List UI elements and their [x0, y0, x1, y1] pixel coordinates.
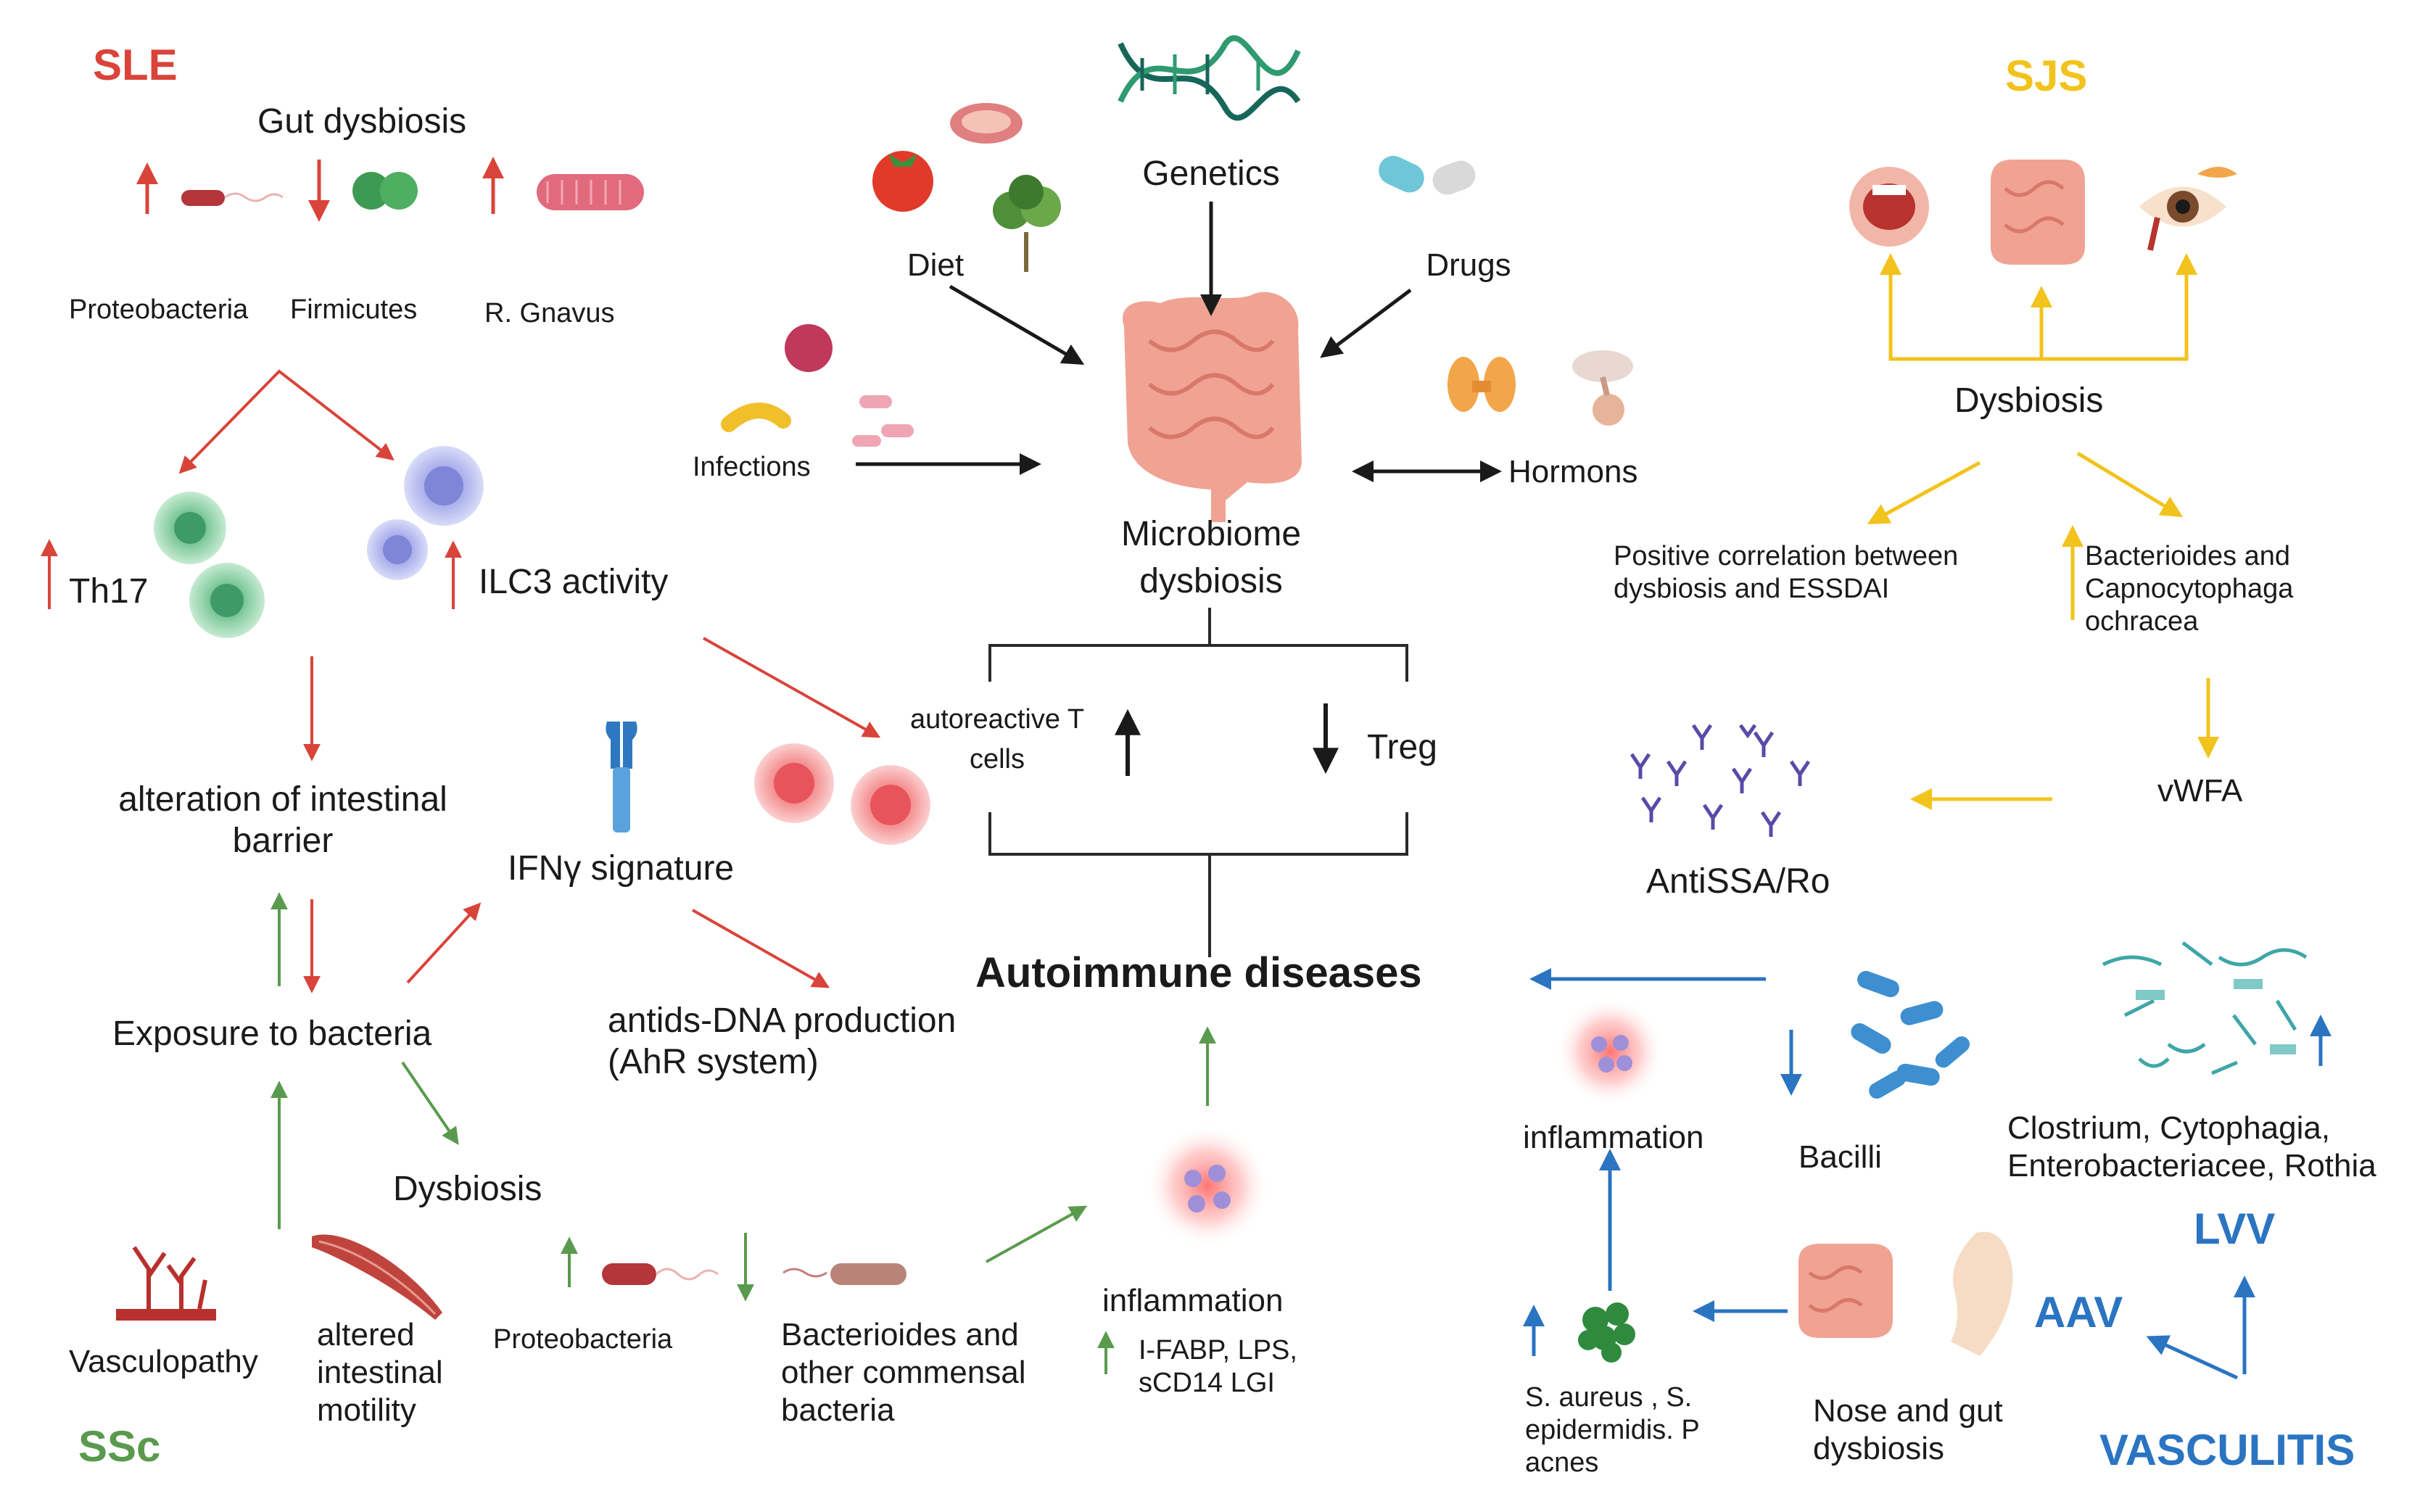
autoimmune-diseases-label: Autoimmune diseases	[975, 949, 1422, 996]
commensal-bacteria-label: Bacterioides and other commensal bacteri…	[781, 1317, 1026, 1428]
bacteria-icon	[721, 324, 914, 447]
dna-icon	[1118, 35, 1301, 121]
infections-label: Infections	[693, 452, 811, 482]
ilc3-activity-label: ILC3 activity	[479, 563, 669, 601]
microbiome-dysbiosis-label: Microbiome dysbiosis	[1120, 515, 1302, 600]
proteobacteria-label: Proteobacteria	[69, 294, 249, 325]
antissa-label: AntiSSA/Ro	[1646, 862, 1830, 901]
drugs-label: Drugs	[1426, 247, 1511, 283]
aav-title: AAV	[2034, 1288, 2123, 1337]
clostrium-label: Clostrium, Cytophagia, Enterobacteriacee…	[2007, 1110, 2376, 1183]
sjs-title: SJS	[2005, 51, 2088, 100]
firmicutes-icon	[352, 172, 418, 210]
genetics-label: Genetics	[1142, 154, 1280, 193]
ilc3-cell-icon	[367, 446, 484, 580]
diet-label: Diet	[906, 247, 965, 283]
microbes-cluster-icon	[2102, 941, 2308, 1075]
sle-title: SLE	[93, 41, 178, 89]
proteobacteria-icon	[181, 190, 284, 206]
commensal-bacteria-icon	[782, 1263, 906, 1285]
nose-gut-icon	[1798, 1231, 2013, 1356]
center-arrows	[856, 202, 1502, 482]
essdai-correlation-label: Positive correlation between dysbiosis a…	[1614, 541, 1959, 604]
inflammation-markers-label: I-FABP, LPS, sCD14 LGI	[1139, 1335, 1297, 1398]
autoreactive-tcells-label: autoreactive T cells	[909, 704, 1085, 775]
exposure-bacteria-label: Exposure to bacteria	[112, 1015, 432, 1053]
vasc-blue-arrows	[1523, 968, 2332, 1380]
greens-icon	[993, 175, 1061, 272]
capnocytophaga-label: Bacterioides and Capnocytophaga ochracea	[2085, 541, 2294, 637]
vwfa-label: vWFA	[2157, 773, 2243, 809]
antissa-antibodies-icon	[1630, 724, 1811, 837]
thyroid-icon	[1447, 357, 1516, 412]
bacilli-icon	[1851, 970, 1970, 1099]
tcell-arrows	[1115, 703, 1339, 776]
vasculopathy-label: Vasculopathy	[69, 1344, 258, 1379]
th17-cell-icon	[154, 492, 265, 638]
ssc-dysbiosis-label: Dysbiosis	[393, 1170, 542, 1208]
ssc-proteobacteria-label: Proteobacteria	[493, 1324, 673, 1355]
staph-icon	[1578, 1302, 1635, 1363]
mouth-icon	[1849, 167, 1929, 247]
tomato-icon	[872, 151, 933, 212]
antids-dna-label: antids-DNA production (AhR system)	[608, 1001, 957, 1081]
vasc-inflammation-icon	[1556, 997, 1664, 1106]
sjs-yellow-arrows	[1867, 253, 2219, 810]
firmicutes-label: Firmicutes	[290, 294, 418, 325]
pills-icon	[1379, 155, 1476, 195]
lvv-title: LVV	[2194, 1205, 2276, 1253]
vasc-inflammation-label: inflammation	[1523, 1120, 1704, 1155]
eye-icon	[2139, 167, 2237, 251]
th17-label: Th17	[69, 572, 149, 611]
muscle-icon	[312, 1234, 442, 1320]
saureus-label: S. aureus , S. epidermidis. P acnes	[1525, 1382, 1700, 1478]
blood-vessel-icon	[116, 1246, 216, 1321]
intestinal-motility-label: altered intestinal motility	[317, 1317, 443, 1428]
bacilli-label: Bacilli	[1798, 1139, 1882, 1175]
sle-red-arrows	[41, 369, 881, 993]
ssc-proteobacteria-icon	[602, 1263, 719, 1285]
pituitary-icon	[1572, 350, 1633, 426]
rgnavus-icon	[537, 174, 644, 210]
meat-icon	[950, 103, 1023, 144]
ssc-inflammation-icon	[1146, 1124, 1269, 1247]
ssc-inflammation-label: inflammation	[1102, 1283, 1284, 1318]
hormons-label: Hormons	[1508, 454, 1638, 489]
gut-dysbiosis-label: Gut dysbiosis	[257, 102, 467, 141]
autoreactive-tcell-icon	[754, 743, 930, 845]
tcell-box	[988, 608, 1408, 957]
antibody-icon	[606, 722, 637, 833]
intestinal-barrier-label: alteration of intestinal barrier	[118, 780, 447, 860]
vasculitis-title: VASCULITIS	[2099, 1426, 2355, 1474]
ifn-signature-label: IFNγ signature	[508, 849, 735, 888]
ssc-title: SSc	[78, 1422, 161, 1471]
intestine-icon	[1123, 292, 1302, 522]
treg-label: Treg	[1367, 728, 1437, 767]
ssc-green-arrows	[270, 892, 1216, 1374]
rgnavus-label: R. Gnavus	[484, 298, 615, 329]
gut-icon	[1991, 160, 2085, 265]
sjs-dysbiosis-label: Dysbiosis	[1954, 381, 2104, 420]
nose-gut-dysbiosis-label: Nose and gut dysbiosis	[1813, 1393, 2003, 1466]
